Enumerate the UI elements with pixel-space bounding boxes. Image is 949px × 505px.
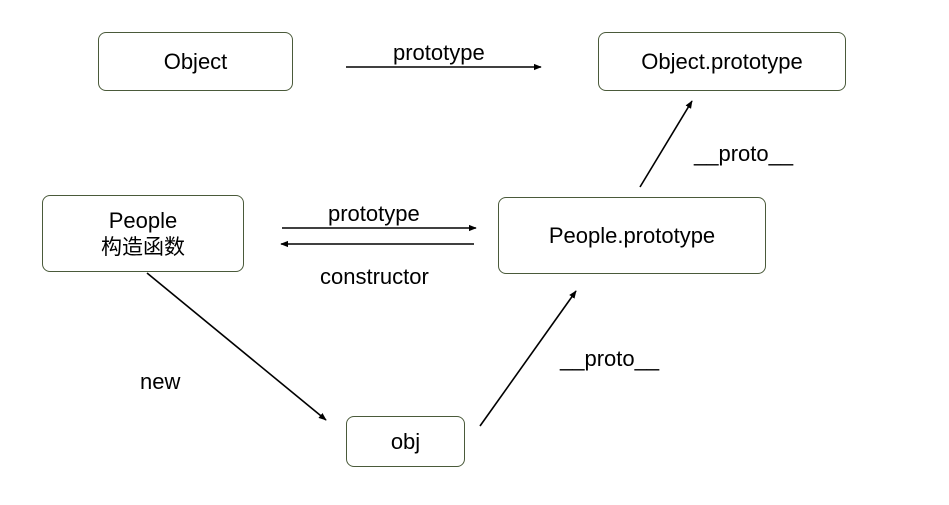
edge-label-obj-proto: __proto__ — [560, 346, 660, 371]
node-obj-label: obj — [390, 428, 421, 454]
node-object-prototype-label: Object.prototype — [641, 48, 803, 74]
node-object-label: Object — [163, 48, 228, 74]
edge-label-people-prototype: prototype — [328, 201, 420, 226]
edge-people-prototype-proto-arrow — [639, 100, 693, 188]
edge-new-arrow — [146, 272, 327, 421]
node-object: Object — [98, 32, 293, 91]
node-people-prototype: People.prototype — [498, 197, 766, 274]
node-people-label: People — [108, 207, 178, 233]
node-object-prototype: Object.prototype — [598, 32, 846, 91]
edge-label-people-prototype-proto: __proto__ — [694, 141, 794, 166]
edge-obj-proto-arrow — [479, 290, 577, 427]
edge-label-object-prototype: prototype — [393, 40, 485, 65]
node-people-prototype-label: People.prototype — [548, 222, 716, 248]
node-obj: obj — [346, 416, 465, 467]
node-people-subtitle: 构造函数 — [101, 235, 185, 260]
edge-label-constructor: constructor — [320, 264, 429, 289]
node-people: People 构造函数 — [42, 195, 244, 272]
edge-label-new: new — [140, 369, 181, 394]
